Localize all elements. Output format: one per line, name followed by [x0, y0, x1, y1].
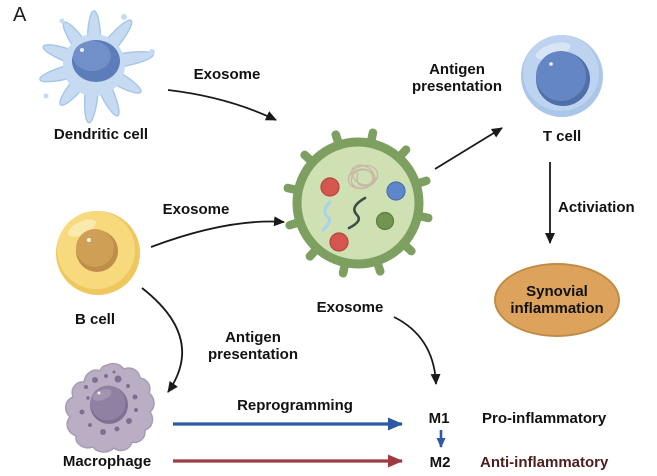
macrophage-label: Macrophage	[62, 453, 152, 470]
m1-label: M1	[428, 410, 450, 427]
exosome-cargo-red-1	[320, 177, 340, 197]
exosome-label-dendritic: Exosome	[193, 66, 261, 83]
t-cell-label: T cell	[542, 128, 582, 145]
arrow-bcell-to-exosome	[150, 216, 285, 248]
exosome-cargo-blue	[386, 181, 406, 201]
pro-inflammatory-label: Pro-inflammatory	[482, 410, 607, 427]
exosome-rna-tangle	[347, 164, 379, 190]
antigen-presentation-mid-label: Antigen presentation	[207, 329, 299, 363]
exosome-rna-strand-dark	[347, 196, 367, 230]
synovial-label-line2: inflammation	[510, 300, 604, 317]
synovial-label-line1: Synovial	[526, 283, 588, 300]
macrophage-icon	[65, 362, 155, 453]
dendritic-cell-icon	[39, 10, 155, 124]
exosome-cargo-red-2	[329, 232, 349, 252]
arrow-dendritic-to-exosome	[167, 89, 277, 121]
exosome-label-bottom: Exosome	[316, 299, 384, 316]
synovial-inflammation-node: Synovial inflammation	[494, 263, 620, 337]
exosome-rna-strand-lightblue	[321, 200, 332, 232]
arrow-exosome-to-tcell	[434, 127, 503, 170]
panel-label: A	[13, 4, 27, 26]
dendritic-cell-label: Dendritic cell	[53, 126, 149, 143]
exosome-label-bcell: Exosome	[162, 201, 230, 218]
anti-inflammatory-label: Anti-inflammatory	[480, 454, 609, 471]
arrow-bcell-to-macrophage	[141, 287, 183, 393]
activation-label: Activiation	[558, 199, 635, 216]
antigen-presentation-top-label: Antigen presentation	[411, 61, 503, 95]
t-cell-icon	[521, 35, 603, 117]
exosome-cargo-green	[375, 211, 395, 231]
m2-label: M2	[429, 454, 451, 471]
exosome-vesicle-icon	[283, 128, 433, 278]
macrophage-granules	[79, 370, 138, 435]
reprogramming-label: Reprogramming	[237, 397, 353, 414]
b-cell-icon	[56, 211, 140, 295]
arrow-exosome-to-m1	[393, 316, 441, 385]
b-cell-label: B cell	[74, 311, 116, 328]
